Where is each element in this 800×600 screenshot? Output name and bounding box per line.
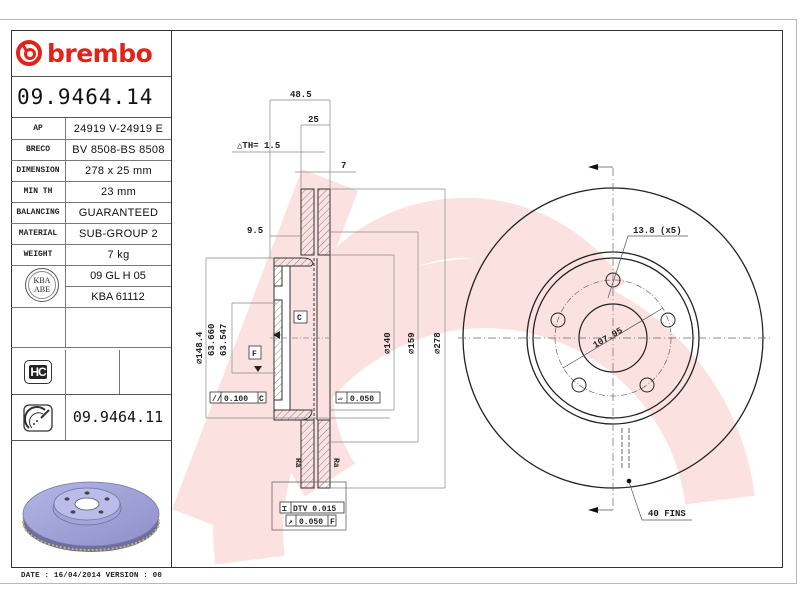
spec-label: BRECO (11, 139, 66, 160)
svg-text:⌶: ⌶ (282, 505, 287, 514)
svg-text:DTV 0.015: DTV 0.015 (293, 505, 336, 514)
cross-section-view (205, 99, 446, 531)
drawing-frame (11, 30, 783, 568)
spec-label: BALANCING (11, 202, 66, 223)
svg-text:0.050: 0.050 (350, 395, 374, 404)
roughness-right: Ra (331, 458, 340, 468)
spec-value: 23 mm (100, 185, 137, 198)
spec-row-breco: BRECO BV 8508-BS 8508 (11, 139, 171, 161)
spec-row-dimension: DIMENSION 278 x 25 mm (11, 160, 171, 182)
title-block: brembo 09.9464.14 AP 24919 V-24919 E BRE… (11, 30, 172, 568)
kba-abe-badge-icon: KBA ABE (25, 268, 59, 302)
dim-dia-140: ⌀140 (383, 332, 393, 354)
svg-text:▱: ▱ (338, 395, 343, 404)
dim-bore-min: 63.547 (219, 324, 229, 356)
date-version: DATE : 16/04/2014 VERSION : 00 (21, 572, 163, 580)
dim-48-5: 48.5 (290, 90, 312, 100)
spec-label: DIMENSION (11, 160, 66, 181)
datum-c: C (297, 314, 302, 323)
svg-text:C: C (259, 395, 264, 404)
dim-delta-th: △TH= 1.5 (237, 141, 280, 151)
svg-text:0.100: 0.100 (224, 395, 248, 404)
spec-value: SUB-GROUP 2 (79, 227, 158, 240)
roughness-left: Ra (293, 458, 302, 468)
brembo-logo: brembo (11, 30, 171, 77)
spec-row-balancing: BALANCING GUARANTEED (11, 202, 171, 224)
bolt-hole-label: 13.8 (x5) (633, 226, 682, 236)
spec-value: 278 x 25 mm (85, 164, 152, 177)
dim-dia-159: ⌀159 (407, 332, 417, 354)
alternative-part-number: 09.9464.11 (72, 408, 164, 426)
fins-label: 40 FINS (648, 509, 686, 519)
parallelism-tolerance-frame (209, 391, 267, 404)
spec-value: GUARANTEED (78, 206, 159, 219)
brembo-mark-icon (16, 40, 42, 66)
spec-row-ap: AP 24919 V-24919 E (11, 118, 171, 140)
disc-pad-icon (23, 404, 53, 432)
spec-label: AP (11, 118, 66, 139)
spec-label: MIN TH (11, 181, 66, 202)
dtv-tolerance-frame (279, 501, 345, 514)
svg-text://: // (212, 395, 222, 404)
face-view (458, 166, 770, 521)
disc-3d-render (22, 481, 160, 552)
spec-row-weight: WEIGHT 7 kg (11, 244, 171, 266)
dim-9-5: 9.5 (247, 226, 263, 236)
svg-text:↗: ↗ (288, 518, 293, 527)
approval-code-2: KBA 61112 (91, 290, 145, 303)
runout-tolerance-frame (285, 514, 337, 527)
dim-25: 25 (308, 115, 319, 125)
svg-text:0.050: 0.050 (299, 518, 323, 527)
approval-block: KBA ABE 09 GL H 05 KBA 61112 (11, 265, 171, 308)
spec-label: WEIGHT (11, 244, 66, 265)
spec-label: MATERIAL (11, 223, 66, 244)
flatness-tolerance-frame (335, 391, 381, 404)
part-number: 09.9464.14 (11, 76, 171, 118)
svg-text:F: F (330, 518, 335, 527)
datum-f: F (252, 350, 257, 359)
spec-value: BV 8508-BS 8508 (72, 143, 165, 156)
spec-row-min-th: MIN TH 23 mm (11, 181, 171, 203)
hc-coating-icon: HC (24, 360, 52, 384)
approval-code-1: 09 GL H 05 (90, 269, 146, 282)
spec-row-material: MATERIAL SUB-GROUP 2 (11, 223, 171, 245)
outer-border (0, 19, 797, 584)
alternative-part-row: 09.9464.11 (11, 394, 171, 441)
dim-bore-max: 63.660 (207, 324, 217, 356)
spec-value: 24919 V-24919 E (73, 122, 164, 135)
spec-value: 7 kg (107, 248, 130, 261)
dim-dia-148-4: ⌀148.4 (195, 331, 205, 364)
drawing-area: 48.5 25 △TH= 1.5 7 9.5 ⌀148.4 63.660 63.… (172, 90, 770, 565)
blank-row (11, 307, 171, 348)
hc-row: HC (11, 350, 171, 395)
dim-dia-278: ⌀278 (433, 332, 443, 354)
dim-7: 7 (341, 161, 346, 171)
brand-name: brembo (47, 38, 153, 68)
